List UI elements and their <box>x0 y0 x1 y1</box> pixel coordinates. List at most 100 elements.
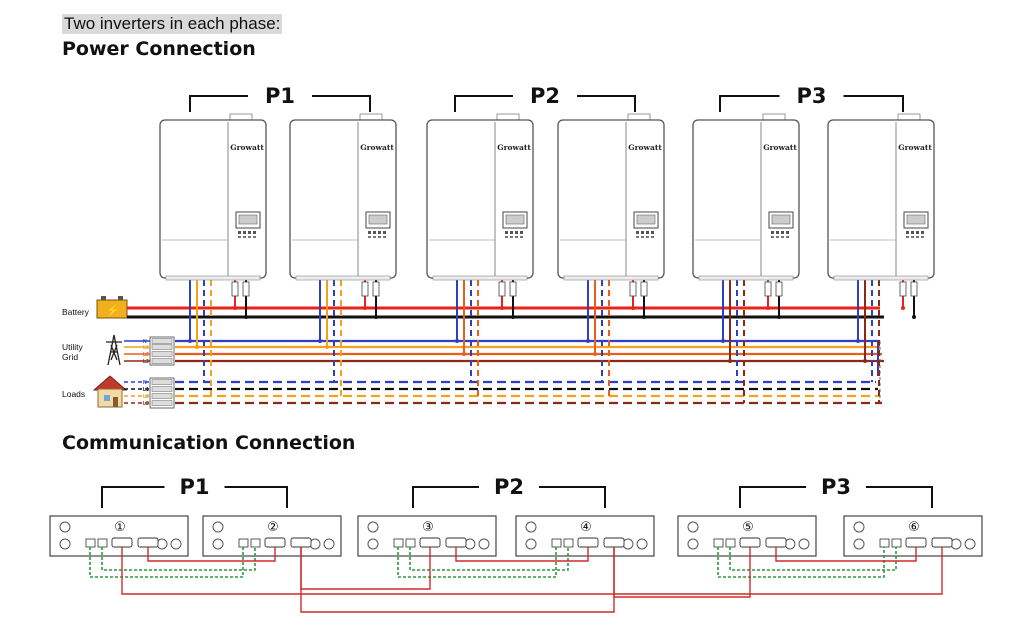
inverter-bottom-terminal <box>833 275 929 281</box>
loads-label: Loads <box>62 389 85 399</box>
control-button <box>383 231 386 234</box>
junction-dot <box>777 315 781 319</box>
indicator <box>911 236 914 238</box>
knockout-hole <box>853 521 865 533</box>
share-port <box>891 538 902 548</box>
lcd-display <box>368 214 388 225</box>
brand-logo: Growatt <box>628 143 662 152</box>
indicator <box>771 236 774 238</box>
junction-dot <box>500 306 504 310</box>
group-bracket-comm <box>101 486 288 508</box>
inverter-drop-wires <box>856 280 918 403</box>
utility-label: Utility <box>62 342 84 352</box>
grid-phase-label: L1 <box>143 345 149 351</box>
control-button <box>368 231 371 234</box>
current-sharing-cable <box>409 547 569 571</box>
group-bracket-comm <box>739 486 933 508</box>
indicator <box>786 236 789 238</box>
junction-dot <box>728 359 732 363</box>
breaker-pole <box>151 358 173 364</box>
inverter-unit: Growatt <box>159 113 267 281</box>
share-port <box>551 538 562 548</box>
battery-breaker <box>231 281 239 297</box>
lcd-display <box>238 214 258 225</box>
parallel-port <box>577 537 599 548</box>
lcd-display <box>906 214 926 225</box>
junction-dot <box>374 315 378 319</box>
share-port <box>238 538 249 548</box>
inverter-drop-wires <box>188 280 250 396</box>
control-button <box>378 231 381 234</box>
control-button <box>641 231 644 234</box>
indicator <box>238 236 241 238</box>
inverter-bottom-terminal <box>165 275 261 281</box>
battery-breaker <box>910 281 918 297</box>
parallel-port <box>739 537 761 548</box>
control-button <box>646 231 649 234</box>
knockout-hole <box>784 538 796 550</box>
load-phase-label: L3 <box>143 401 149 407</box>
indicator <box>651 236 654 238</box>
control-button <box>771 231 774 234</box>
knockout-hole <box>367 521 379 533</box>
knockout-hole <box>464 538 476 550</box>
junction-dot <box>721 339 725 343</box>
indicator <box>383 236 386 238</box>
comm-panel-body <box>202 515 342 557</box>
house-window-icon <box>104 395 110 401</box>
control-button <box>916 231 919 234</box>
knockout-hole <box>798 538 810 550</box>
battery-breaker <box>242 281 250 297</box>
battery-breaker <box>899 281 907 297</box>
battery-breaker <box>775 281 783 297</box>
comm-panel-body <box>515 515 655 557</box>
indicator <box>378 236 381 238</box>
knockout-hole <box>525 521 537 533</box>
inverter-bottom-terminal <box>295 275 391 281</box>
lightning-icon: ⚡ <box>106 304 120 317</box>
junction-dot <box>325 345 329 349</box>
breaker-pole <box>151 351 173 357</box>
indicator <box>916 236 919 238</box>
parallel-port <box>137 537 159 548</box>
junction-dot <box>856 339 860 343</box>
knockout-hole <box>964 538 976 550</box>
battery-breaker <box>629 281 637 297</box>
control-button <box>515 231 518 234</box>
indicator <box>921 236 924 238</box>
battery-breaker <box>372 281 380 297</box>
control-button <box>776 231 779 234</box>
junction-dot <box>233 306 237 310</box>
parallel-port <box>419 537 441 548</box>
control-button <box>505 231 508 234</box>
junction-dot <box>188 339 192 343</box>
parallel-comm-cable <box>775 547 917 562</box>
indicator <box>243 236 246 238</box>
junction-dot <box>901 306 905 310</box>
parallel-port <box>290 537 312 548</box>
brand-logo: Growatt <box>230 143 264 152</box>
knockout-hole <box>309 538 321 550</box>
inverter-unit: Growatt <box>692 113 800 281</box>
parallel-port <box>905 537 927 548</box>
knockout-hole <box>170 538 182 550</box>
breaker-pole <box>151 400 173 406</box>
unit-number-label: ⑥ <box>908 520 920 535</box>
share-port <box>250 538 261 548</box>
battery-breaker <box>764 281 772 297</box>
grid-label: Grid <box>62 352 78 362</box>
junction-dot <box>363 306 367 310</box>
comm-panel-body <box>677 515 817 557</box>
grid-phase-label: N <box>143 339 147 345</box>
knockout-hole <box>853 538 865 550</box>
knockout-hole <box>212 521 224 533</box>
knockout-hole <box>212 538 224 550</box>
inverter-unit: Growatt <box>289 113 397 281</box>
knockout-hole <box>367 538 379 550</box>
comm-panel-body <box>49 515 189 557</box>
inverter-bottom-terminal <box>698 275 794 281</box>
indicator <box>253 236 256 238</box>
current-sharing-cable <box>729 547 897 571</box>
lcd-display <box>771 214 791 225</box>
comm-panel: ④ <box>515 515 655 557</box>
